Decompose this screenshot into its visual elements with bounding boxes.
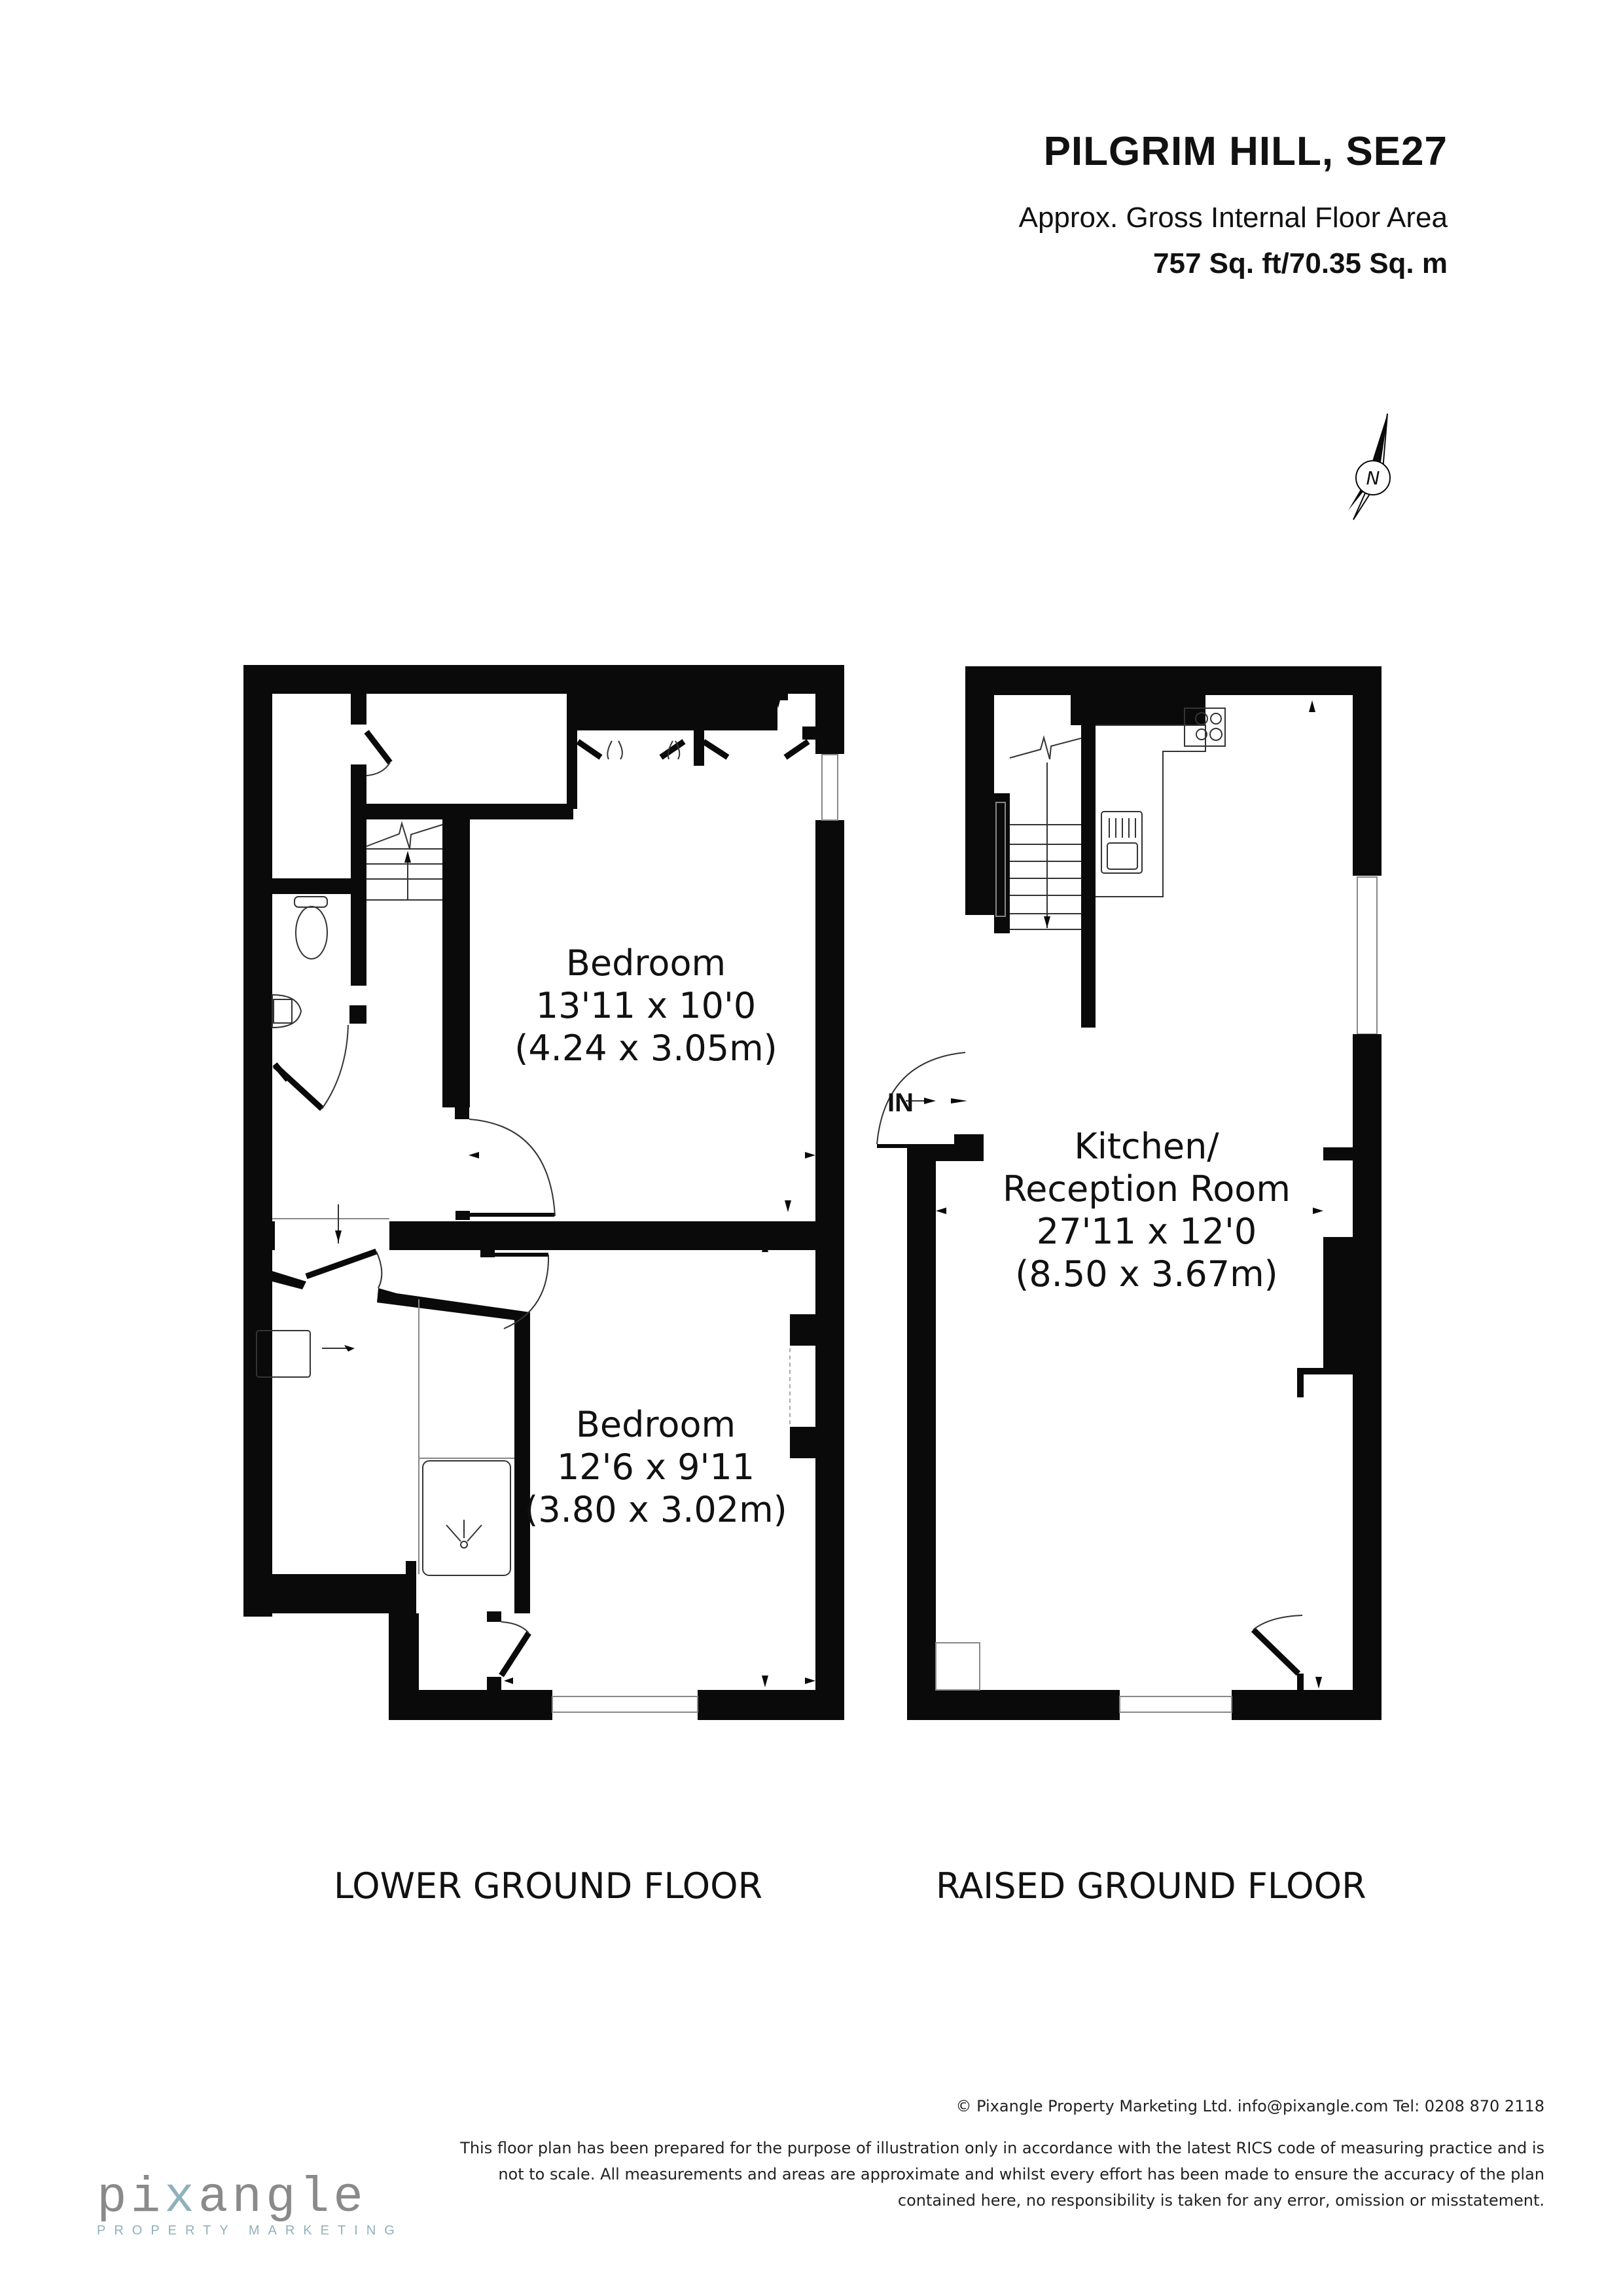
disclaimer-line-2: not to scale. All measurements and areas… xyxy=(498,2165,1544,2183)
disclaimer-line-1: This floor plan has been prepared for th… xyxy=(460,2139,1544,2157)
area-value: 757 Sq. ft/70.35 Sq. m xyxy=(1153,247,1448,279)
floor-label-raised-ground: RAISED GROUND FLOOR xyxy=(936,1865,1366,1907)
svg-text:13'11 x 10'0: 13'11 x 10'0 xyxy=(536,985,756,1026)
north-arrow-icon: N xyxy=(1348,413,1391,520)
toilet-icon xyxy=(294,896,328,960)
disclaimer-line-3: contained here, no responsibility is tak… xyxy=(897,2191,1544,2210)
bathroom-sink-icon xyxy=(256,1330,311,1378)
svg-text:Reception Room: Reception Room xyxy=(1003,1168,1291,1210)
room-label-kitchen-reception: Kitchen/ Reception Room 27'11 x 12'0 (8.… xyxy=(1003,1126,1291,1295)
kitchen-sink-icon xyxy=(1101,811,1143,874)
svg-text:27'11 x 12'0: 27'11 x 12'0 xyxy=(1037,1211,1257,1252)
room-label-upper-bedroom: Bedroom 13'11 x 10'0 (4.24 x 3.05m) xyxy=(514,942,777,1069)
copyright-line: © Pixangle Property Marketing Ltd. info@… xyxy=(955,2097,1544,2115)
svg-text:Bedroom: Bedroom xyxy=(566,942,726,984)
shower-tray-icon xyxy=(422,1460,511,1576)
svg-text:(3.80 x 3.02m): (3.80 x 3.02m) xyxy=(524,1489,787,1530)
svg-text:(8.50 x 3.67m): (8.50 x 3.67m) xyxy=(1015,1253,1278,1295)
staircase-icon xyxy=(1009,735,1082,930)
basin-icon xyxy=(272,994,302,1029)
svg-text:Kitchen/: Kitchen/ xyxy=(1074,1126,1219,1167)
entrance-label: IN xyxy=(887,1088,914,1117)
lower-ground-floor-plan xyxy=(243,665,844,1720)
svg-text:12'6 x 9'11: 12'6 x 9'11 xyxy=(557,1446,755,1488)
property-title: PILGRIM HILL, SE27 xyxy=(1043,129,1448,174)
room-label-lower-bedroom: Bedroom 12'6 x 9'11 (3.80 x 3.02m) xyxy=(524,1404,787,1530)
svg-text:Bedroom: Bedroom xyxy=(576,1404,736,1445)
logo-wordmark: pixangle xyxy=(97,2170,367,2226)
pixangle-logo: pixangle PROPERTY MARKETING xyxy=(97,2170,403,2238)
logo-tagline: PROPERTY MARKETING xyxy=(97,2223,403,2238)
area-caption: Approx. Gross Internal Floor Area xyxy=(1018,202,1448,234)
svg-text:(4.24 x 3.05m): (4.24 x 3.05m) xyxy=(514,1028,777,1069)
floor-label-lower-ground: LOWER GROUND FLOOR xyxy=(334,1865,763,1907)
raised-ground-floor-plan: IN xyxy=(876,666,1382,1720)
svg-text:N: N xyxy=(1366,467,1380,489)
staircase-icon xyxy=(366,821,443,901)
hob-icon xyxy=(1184,708,1226,747)
